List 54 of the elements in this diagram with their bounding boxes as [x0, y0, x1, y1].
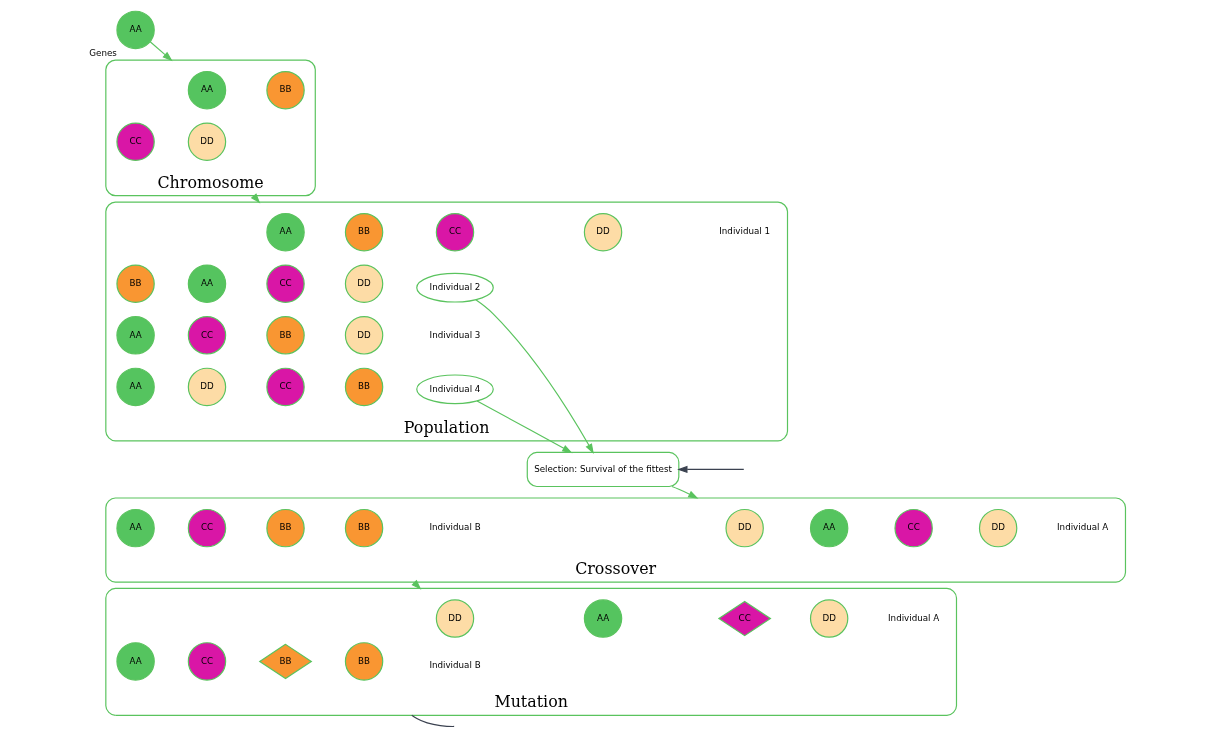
node-circle: BB: [266, 508, 305, 548]
node-box: Selection: Survival of the fittest: [526, 451, 680, 488]
arrow: [677, 465, 745, 474]
node-circle: CC: [266, 367, 305, 407]
connector: [411, 714, 455, 728]
arrow: [475, 299, 594, 454]
node-circle: BB: [116, 264, 155, 303]
node-circle: DD: [809, 599, 849, 638]
node-circle: DD: [344, 264, 384, 303]
node-circle: DD: [725, 508, 764, 548]
arrow: [411, 579, 422, 590]
node-circle: CC: [187, 642, 227, 681]
node-circle: AA: [116, 316, 155, 355]
node-ellipse: Individual 2: [416, 272, 494, 303]
label: Individual A: [1057, 522, 1109, 533]
node-diamond: BB: [258, 643, 313, 680]
node-circle: CC: [266, 264, 305, 303]
node-circle: DD: [435, 599, 475, 638]
node-label: Genes: [89, 47, 117, 58]
node-circle: CC: [187, 316, 227, 355]
node-circle: AA: [116, 10, 155, 50]
node-circle: AA: [266, 212, 305, 252]
node-circle: BB: [344, 508, 384, 548]
node-circle: BB: [344, 642, 384, 681]
node-circle: AA: [116, 508, 155, 548]
node-circle: CC: [435, 212, 475, 252]
node-circle: CC: [894, 508, 933, 548]
node-circle: BB: [266, 316, 305, 355]
label: Individual B: [429, 522, 481, 533]
label: Individual 3: [429, 329, 481, 340]
node-circle: DD: [187, 122, 227, 161]
node-diamond: CC: [717, 600, 772, 637]
label: Individual 1: [719, 226, 771, 237]
node-circle: DD: [583, 212, 623, 252]
node-circle: AA: [187, 70, 227, 110]
node-circle: BB: [344, 212, 384, 252]
node-circle: DD: [344, 316, 384, 355]
node-ellipse: Individual 4: [416, 374, 494, 405]
node-circle: BB: [266, 70, 305, 110]
node-circle: DD: [978, 508, 1018, 548]
label: Individual A: [888, 612, 940, 623]
node-circle: AA: [809, 508, 849, 548]
node-circle: CC: [187, 508, 227, 548]
label: Individual B: [429, 660, 481, 671]
arrow: [476, 400, 573, 454]
arrow: [671, 485, 699, 499]
node-circle: AA: [583, 599, 623, 638]
arrow: [149, 41, 173, 62]
node-circle: AA: [187, 264, 227, 303]
node-circle: DD: [187, 367, 227, 407]
node-circle: AA: [116, 367, 155, 407]
node-circle: CC: [116, 122, 155, 161]
node-circle: AA: [116, 642, 155, 681]
node-circle: BB: [344, 367, 384, 407]
